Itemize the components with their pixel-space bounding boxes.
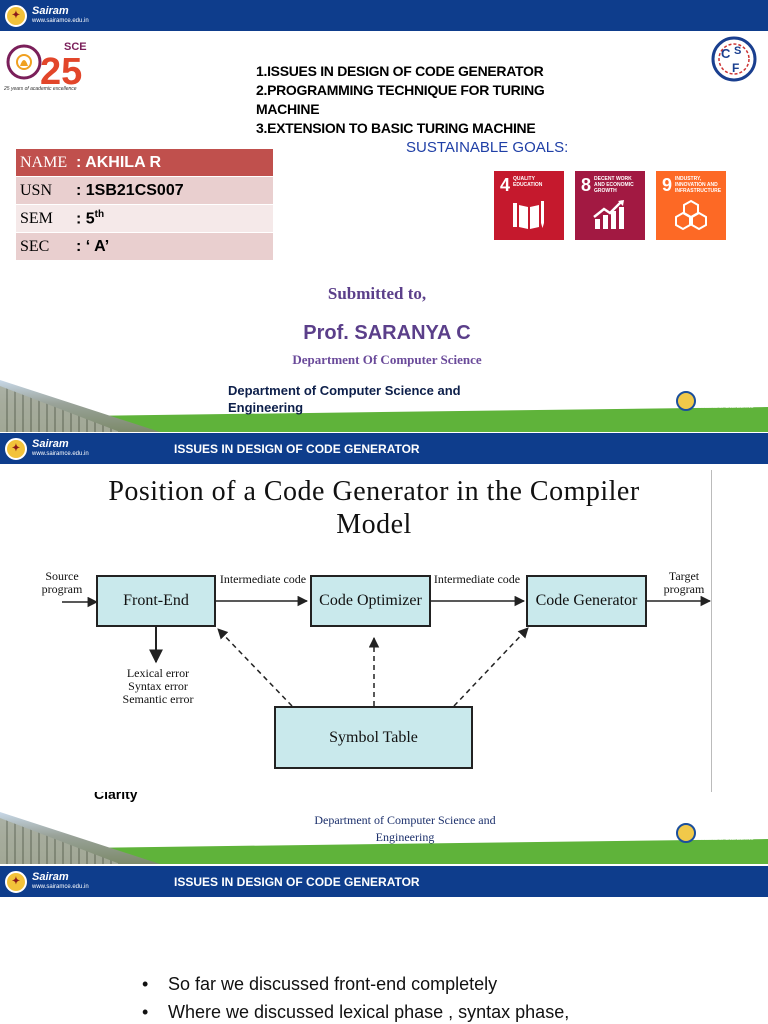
code-generator-box: Code Generator	[526, 575, 647, 627]
info-value: : 1SB21CS007	[76, 181, 184, 199]
info-key: NAME	[20, 153, 68, 171]
compiler-model-diagram: Position of a Code Generator in the Comp…	[0, 470, 712, 792]
front-end-box: Front-End	[96, 575, 216, 627]
info-key: SEC	[20, 237, 50, 255]
sustainable-goals-title: SUSTAINABLE GOALS:	[406, 139, 569, 156]
bullet-item: Where we discussed lexical phase , synta…	[142, 998, 569, 1024]
bullet-item: So far we discussed front-end completely	[142, 970, 569, 998]
sairam-header-logo: ✦ Sairam www.sairamce.edu.in	[5, 436, 102, 461]
header-brand-url: www.sairamce.edu.in	[32, 17, 89, 24]
info-row-name: NAME : AKHILA R	[16, 149, 273, 177]
info-key: SEM	[20, 209, 53, 227]
sdg-label: QUALITY EDUCATION	[513, 176, 543, 188]
csf-club-logo: C S F	[711, 36, 757, 82]
footer-department: Department of Computer Science and Engin…	[314, 813, 496, 844]
code-optimizer-box: Code Optimizer	[310, 575, 431, 627]
sdg-label: DECENT WORK AND ECONOMIC GROWTH	[594, 176, 634, 194]
header-bar: ✦ Sairam www.sairamce.edu.in ISSUES IN D…	[0, 866, 768, 897]
slide-footer: SAIRAM COLLEGE OF ENGINEERING	[0, 380, 768, 432]
growth-chart-icon	[593, 200, 624, 229]
source-program-label: Source program	[41, 569, 83, 596]
sairam-footer-logo: SAIRAM COLLEGE OF ENGINEERING	[675, 387, 758, 412]
slide-divider-line	[711, 470, 712, 792]
info-row-sec: SEC : ‘ A’	[16, 233, 273, 261]
college-seal-icon: ✦	[5, 4, 27, 27]
symbol-table-box: Symbol Table	[274, 706, 473, 769]
sce-caption: 25 years of academic excellence	[4, 86, 77, 92]
college-seal-icon: ✦	[5, 870, 27, 893]
lexical-error-label: Lexical error	[126, 666, 190, 680]
slide-footer: SAIRAM COLLEGE OF ENGINEERING	[0, 812, 768, 864]
info-row-sem: SEM : 5th	[16, 205, 273, 233]
footer-brand-sub: COLLEGE OF ENGINEERING	[698, 404, 754, 409]
cubes-icon	[675, 199, 707, 231]
college-seal-icon: ✦	[5, 437, 27, 460]
sairam-emblem-icon	[675, 823, 696, 843]
diagram-title: Position of a Code Generator in the Comp…	[108, 476, 640, 540]
book-icon	[513, 201, 544, 229]
bullet-list: So far we discussed front-end completely…	[142, 970, 569, 1024]
dashed-arrow-symtable-frontend	[217, 628, 293, 707]
sairam-footer-logo: SAIRAM COLLEGE OF ENGINEERING	[675, 819, 758, 844]
sem-number: : 5	[76, 210, 95, 228]
sce-25-years-logo: SCE 25	[6, 41, 87, 93]
error-list: Lexical error Syntax error Semantic erro…	[88, 667, 228, 706]
sdg-number: 9	[662, 175, 673, 195]
svg-text:C: C	[721, 46, 731, 61]
footer-department: Department of Computer Science and Engin…	[228, 383, 461, 415]
topic-1: 1.ISSUES IN DESIGN OF CODE GENERATOR	[256, 63, 544, 79]
diagram-arrows	[62, 595, 712, 707]
dashed-arrow-symtable-generator	[453, 627, 529, 707]
header-bar: ✦ Sairam www.sairamce.edu.in	[0, 0, 768, 31]
intermediate-code-label-1: Intermediate code	[219, 572, 307, 586]
topic-2: 2.PROGRAMMING TECHNIQUE FOR TURING MACHI…	[256, 82, 545, 117]
header-bar: ✦ Sairam www.sairamce.edu.in ISSUES IN D…	[0, 433, 768, 464]
slide-title: ISSUES IN DESIGN OF CODE GENERATOR	[174, 442, 420, 456]
sdg-label: INDUSTRY, INNOVATION AND INFRASTRUCTURE	[675, 176, 722, 194]
sairam-header-logo: ✦ Sairam www.sairamce.edu.in	[5, 869, 102, 894]
sairam-header-logo: ✦ Sairam www.sairamce.edu.in	[5, 3, 102, 28]
sem-ordinal: th	[94, 208, 105, 220]
sairam-emblem-icon	[675, 391, 696, 411]
svg-text:25: 25	[40, 51, 82, 93]
info-key: USN	[20, 181, 53, 199]
syntax-error-label: Syntax error	[128, 679, 188, 693]
footer-brand-sub: COLLEGE OF ENGINEERING	[698, 836, 754, 841]
svg-text:S: S	[734, 45, 741, 57]
svg-text:F: F	[732, 61, 739, 75]
intermediate-code-label-2: Intermediate code	[433, 572, 521, 586]
sdg-8-tile: 8 DECENT WORK AND ECONOMIC GROWTH	[575, 171, 645, 240]
sdg-9-tile: 9 INDUSTRY, INNOVATION AND INFRASTRUCTUR…	[656, 171, 726, 240]
professor-department: Department Of Computer Science	[292, 352, 482, 367]
student-info-table: NAME : AKHILA R USN : 1SB21CS007 SEM : 5…	[16, 149, 273, 261]
footer-brand: SAIRAM	[698, 387, 758, 404]
header-brand: Sairam	[32, 4, 69, 17]
header-brand: Sairam	[32, 437, 69, 450]
info-value: : ‘ A’	[76, 237, 110, 255]
header-brand-url: www.sairamce.edu.in	[32, 883, 89, 890]
header-brand: Sairam	[32, 870, 69, 883]
semantic-error-label: Semantic error	[122, 692, 194, 706]
svg-text:SCE: SCE	[64, 41, 87, 53]
footer-brand: SAIRAM	[698, 819, 758, 836]
submitted-to-label: Submitted to,	[327, 284, 427, 303]
professor-name: Prof. SARANYA C	[303, 322, 471, 344]
sdg-4-tile: 4 QUALITY EDUCATION	[494, 171, 564, 240]
topics-list: 1.ISSUES IN DESIGN OF CODE GENERATOR 2.P…	[256, 62, 596, 138]
target-program-label: Target program	[663, 569, 705, 596]
sdg-number: 8	[581, 175, 592, 195]
slide-title: ISSUES IN DESIGN OF CODE GENERATOR	[174, 875, 420, 889]
header-brand-url: www.sairamce.edu.in	[32, 450, 89, 457]
info-row-usn: USN : 1SB21CS007	[16, 177, 273, 205]
topic-3: 3.EXTENSION TO BASIC TURING MACHINE	[256, 120, 536, 136]
info-value: : 5th	[76, 209, 104, 228]
sdg-number: 4	[500, 175, 511, 195]
info-value: : AKHILA R	[76, 153, 162, 171]
